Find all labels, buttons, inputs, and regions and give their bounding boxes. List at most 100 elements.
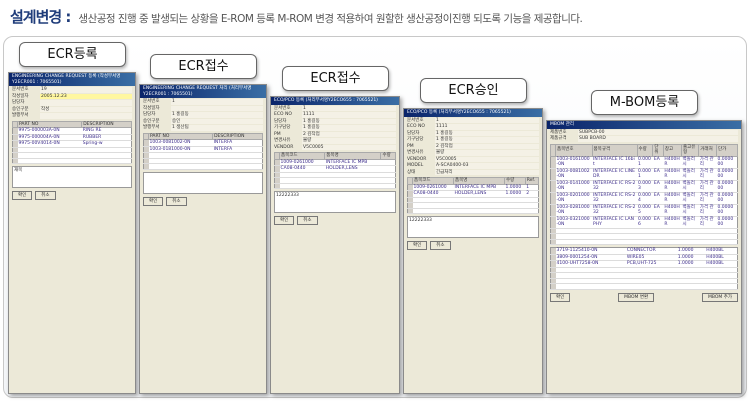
table-row[interactable] — [407, 208, 539, 214]
table-row[interactable] — [550, 283, 738, 290]
window-title-bar[interactable]: MBOM 관리 — [547, 121, 741, 129]
memo-field[interactable]: 12222333 — [274, 191, 396, 213]
window-title-bar[interactable]: ENGINEERING CHANGE REQUEST 등록 (작성부서명Y2EC… — [9, 73, 135, 86]
window-button[interactable]: MBOM 추가 — [701, 292, 738, 302]
field-input[interactable]: 1111 — [435, 124, 539, 130]
column-header[interactable]: 출고유형 — [680, 143, 700, 157]
table-row[interactable] — [12, 152, 132, 159]
column-header[interactable]: DESCRIPTION — [81, 120, 132, 128]
column-header[interactable]: 거래처 — [698, 143, 717, 157]
window-button[interactable]: 확인 — [274, 216, 295, 225]
field-input[interactable] — [40, 100, 132, 106]
column-header[interactable]: 수량 — [636, 143, 654, 157]
field-input[interactable]: 19 — [40, 87, 132, 93]
column-header[interactable]: 품목번호 — [555, 143, 593, 157]
column-header[interactable]: 수량 — [380, 152, 396, 160]
field-input[interactable]: 2005.12.23 — [40, 93, 132, 99]
window-button[interactable]: 확인 — [407, 241, 428, 250]
table-row[interactable] — [550, 233, 738, 240]
field-input[interactable]: 1 홍길동 — [302, 118, 396, 124]
table-row[interactable] — [143, 163, 263, 170]
field-input[interactable]: A-SCA0400-03 — [435, 163, 539, 169]
field-input[interactable]: 작성 — [40, 106, 132, 112]
column-header[interactable]: 창고 — [662, 143, 682, 157]
table-row[interactable] — [143, 152, 263, 159]
column-header[interactable]: 품목규격 — [591, 143, 638, 157]
column-header[interactable]: 단가 — [715, 143, 739, 157]
field-input[interactable]: 1 홍길동 — [435, 130, 539, 136]
window-button[interactable]: 취소 — [35, 191, 56, 200]
field-input[interactable]: SUBPCB-00 — [578, 129, 738, 135]
table-row[interactable] — [550, 272, 738, 279]
field-input[interactable]: 1 홍길동 — [435, 137, 539, 143]
field-input[interactable] — [171, 105, 263, 111]
table-row[interactable] — [550, 228, 738, 234]
memo-field[interactable]: 재목 — [12, 166, 132, 188]
field-input[interactable]: 1 — [435, 117, 539, 123]
field-input[interactable]: 2 김작업 — [435, 143, 539, 149]
column-header[interactable]: PART NO — [147, 132, 214, 140]
table-row[interactable] — [550, 239, 738, 245]
field-input[interactable]: 1 생산팀 — [171, 125, 263, 131]
column-header[interactable]: 품목명 — [453, 177, 505, 185]
table-row[interactable] — [407, 202, 539, 209]
field-input[interactable]: 1 — [171, 99, 263, 105]
field-input[interactable]: SUB BOARD — [578, 136, 738, 142]
table-row[interactable] — [274, 183, 396, 189]
table-row[interactable] — [407, 197, 539, 203]
window-title-bar[interactable]: ECO/PCO 등록 (처리부서명Y2ECO655 : 7065521) — [271, 97, 399, 105]
window-button[interactable]: 취소 — [297, 216, 318, 225]
field-input[interactable]: 2 김작업 — [302, 131, 396, 137]
table-row[interactable] — [143, 158, 263, 164]
column-header[interactable]: 품목코드 — [278, 152, 326, 160]
table-row[interactable] — [550, 278, 738, 284]
window-title-bar[interactable]: ENGINEERING CHANGE REQUEST 처리 (처리부서명Y2EC… — [140, 85, 266, 98]
field-input[interactable]: 긴급처리 — [435, 169, 539, 175]
field-input[interactable]: 불량 — [435, 150, 539, 156]
column-header[interactable]: 단위 — [652, 143, 664, 157]
column-header[interactable]: DESCRIPTION — [212, 132, 263, 140]
memo-field[interactable]: 12222333 — [407, 216, 539, 238]
field-input[interactable]: 1111 — [302, 112, 396, 118]
column-header[interactable]: 품목명 — [324, 152, 382, 160]
column-header[interactable]: Ref. — [524, 177, 540, 185]
window-button[interactable]: 확인 — [12, 191, 33, 200]
window-title-bar[interactable]: ECO/PCO 등록 (처리부서명Y2ECO655 : 7065521) — [404, 109, 542, 117]
window-button[interactable]: 확인 — [550, 292, 571, 302]
field-input[interactable]: 불량 — [302, 138, 396, 144]
field-input[interactable]: 1 홍길동 — [171, 112, 263, 118]
table-row[interactable] — [274, 177, 396, 184]
table-row[interactable] — [274, 172, 396, 178]
window-button[interactable]: 취소 — [166, 196, 187, 206]
table-row[interactable] — [12, 158, 132, 164]
window-button[interactable]: 취소 — [430, 241, 451, 250]
column-header[interactable]: PART NO — [16, 120, 83, 128]
field-input[interactable]: 승인 — [171, 118, 263, 124]
window-button[interactable]: MBOM 변환 — [618, 292, 655, 302]
memo-field[interactable] — [143, 171, 263, 194]
field-input[interactable] — [40, 113, 132, 119]
window-button[interactable]: 확인 — [143, 196, 164, 206]
table-row[interactable] — [550, 267, 738, 273]
table-row[interactable] — [12, 147, 132, 153]
field-input[interactable]: 1 홍길동 — [302, 125, 396, 131]
field-input[interactable]: V5C0005 — [302, 144, 396, 150]
field-input[interactable]: 1 — [302, 105, 396, 111]
